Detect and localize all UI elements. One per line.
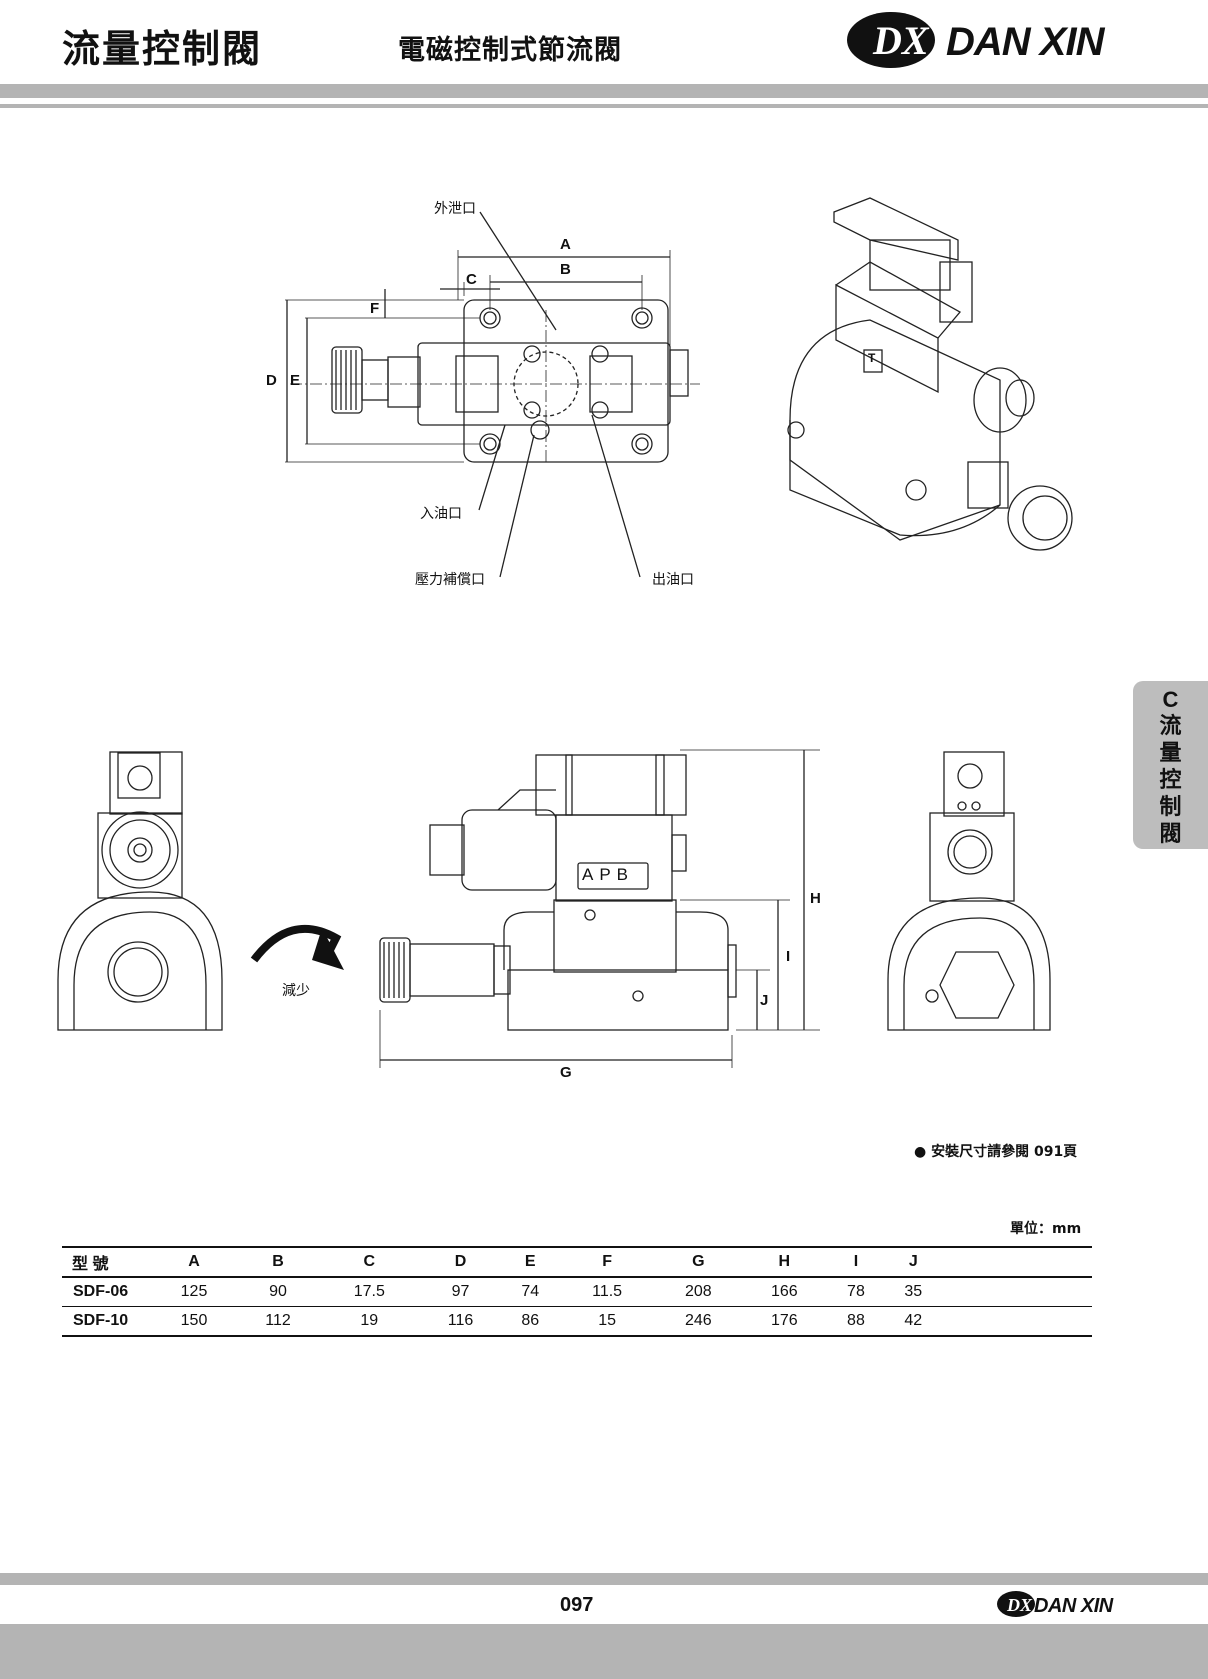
cell: 125	[151, 1277, 237, 1307]
cell: 35	[884, 1277, 942, 1307]
footer-band-top	[0, 1573, 1208, 1585]
body-mark: APB	[582, 865, 635, 884]
brand-name-footer: DAN XIN	[1034, 1595, 1113, 1617]
cell: 90	[236, 1277, 320, 1307]
cell: 176	[741, 1306, 828, 1337]
cell-model: SDF-10	[62, 1306, 151, 1337]
dim-label-c: C	[466, 271, 477, 288]
brand-name: DAN XIN	[946, 20, 1104, 64]
cell: 246	[655, 1306, 742, 1337]
cell: 88	[827, 1306, 885, 1337]
arrow-label-decrease: 減少	[282, 983, 310, 999]
installation-note: ● 安裝尺寸請參閱 091頁	[914, 1144, 1078, 1160]
right-end-view	[887, 751, 1051, 1031]
col-header-i: I	[827, 1247, 885, 1278]
table-row: SDF-06 125 90 17.5 97 74 11.5 208 166 78…	[62, 1277, 1092, 1307]
col-header-model: 型 號	[62, 1247, 151, 1278]
dim-label-j: J	[760, 992, 769, 1009]
svg-text:DX: DX	[872, 18, 930, 63]
cell: 112	[236, 1306, 320, 1337]
danxin-logo-icon: DX	[847, 12, 935, 68]
callout-outlet-port: 出油口	[652, 572, 694, 588]
page-number: 097	[560, 1594, 594, 1616]
cell: 15	[558, 1306, 656, 1337]
dim-label-a: A	[560, 236, 571, 253]
top-plan-view	[285, 211, 700, 578]
dim-label-h: H	[810, 890, 821, 907]
danxin-logo-icon-small: DX	[997, 1591, 1035, 1617]
section-tab-letter: C	[1162, 687, 1179, 712]
col-header-d: D	[419, 1247, 502, 1278]
cell: 166	[741, 1277, 828, 1307]
footer-band-bottom	[0, 1624, 1208, 1679]
cell: 150	[151, 1306, 237, 1337]
col-header-c: C	[319, 1247, 420, 1278]
col-header-f: F	[558, 1247, 656, 1278]
callout-inlet-port: 入油口	[420, 506, 462, 522]
col-header-b: B	[236, 1247, 320, 1278]
col-header-h: H	[741, 1247, 828, 1278]
cell: 86	[501, 1306, 559, 1337]
page-title: 流量控制閥	[62, 26, 263, 71]
left-end-view	[57, 751, 223, 1031]
header-rule	[0, 104, 1208, 108]
col-header-j: J	[884, 1247, 942, 1278]
svg-text:DX: DX	[1006, 1595, 1033, 1615]
page-subtitle: 電磁控制式節流閥	[398, 35, 622, 66]
col-header-e: E	[501, 1247, 559, 1278]
cell: 208	[655, 1277, 742, 1307]
col-header-g: G	[655, 1247, 742, 1278]
cell-model: SDF-06	[62, 1277, 151, 1307]
cell: 19	[319, 1306, 420, 1337]
dim-label-i: I	[786, 948, 791, 965]
arrow-icon	[250, 924, 342, 964]
section-tab-text: 流量控制閥	[1159, 713, 1182, 847]
table-row: SDF-10 150 112 19 116 86 15 246 176 88 4…	[62, 1306, 1092, 1337]
iso-view	[787, 197, 1073, 551]
cell: 11.5	[558, 1277, 656, 1307]
dim-label-d: D	[266, 372, 277, 389]
callout-compensation-port: 壓力補償口	[415, 572, 485, 588]
front-elevation	[379, 749, 820, 1068]
section-tab-label: C 流量控制閥	[1133, 686, 1208, 848]
dim-label-b: B	[560, 261, 571, 278]
dimension-table: 型 號 A B C D E F G H I J SDF-06 125 90 17…	[62, 1246, 1092, 1337]
cell: 42	[884, 1306, 942, 1337]
dim-label-e: E	[290, 372, 301, 389]
col-spacer	[942, 1247, 1092, 1278]
dim-label-f: F	[370, 300, 380, 317]
unit-label: 單位：mm	[1010, 1221, 1082, 1237]
table-header-row: 型 號 A B C D E F G H I J	[62, 1247, 1092, 1278]
dim-label-g: G	[560, 1064, 572, 1081]
cell: 116	[419, 1306, 502, 1337]
callout-drain-port: 外泄口	[434, 201, 476, 217]
cell: 97	[419, 1277, 502, 1307]
section-tab	[1133, 681, 1208, 849]
col-header-a: A	[151, 1247, 237, 1278]
cell-spacer	[942, 1277, 1092, 1307]
cell: 17.5	[319, 1277, 420, 1307]
header-band	[0, 84, 1208, 98]
cell-spacer	[942, 1306, 1092, 1337]
cell: 78	[827, 1277, 885, 1307]
cell: 74	[501, 1277, 559, 1307]
solenoid-mark: T	[868, 351, 876, 365]
